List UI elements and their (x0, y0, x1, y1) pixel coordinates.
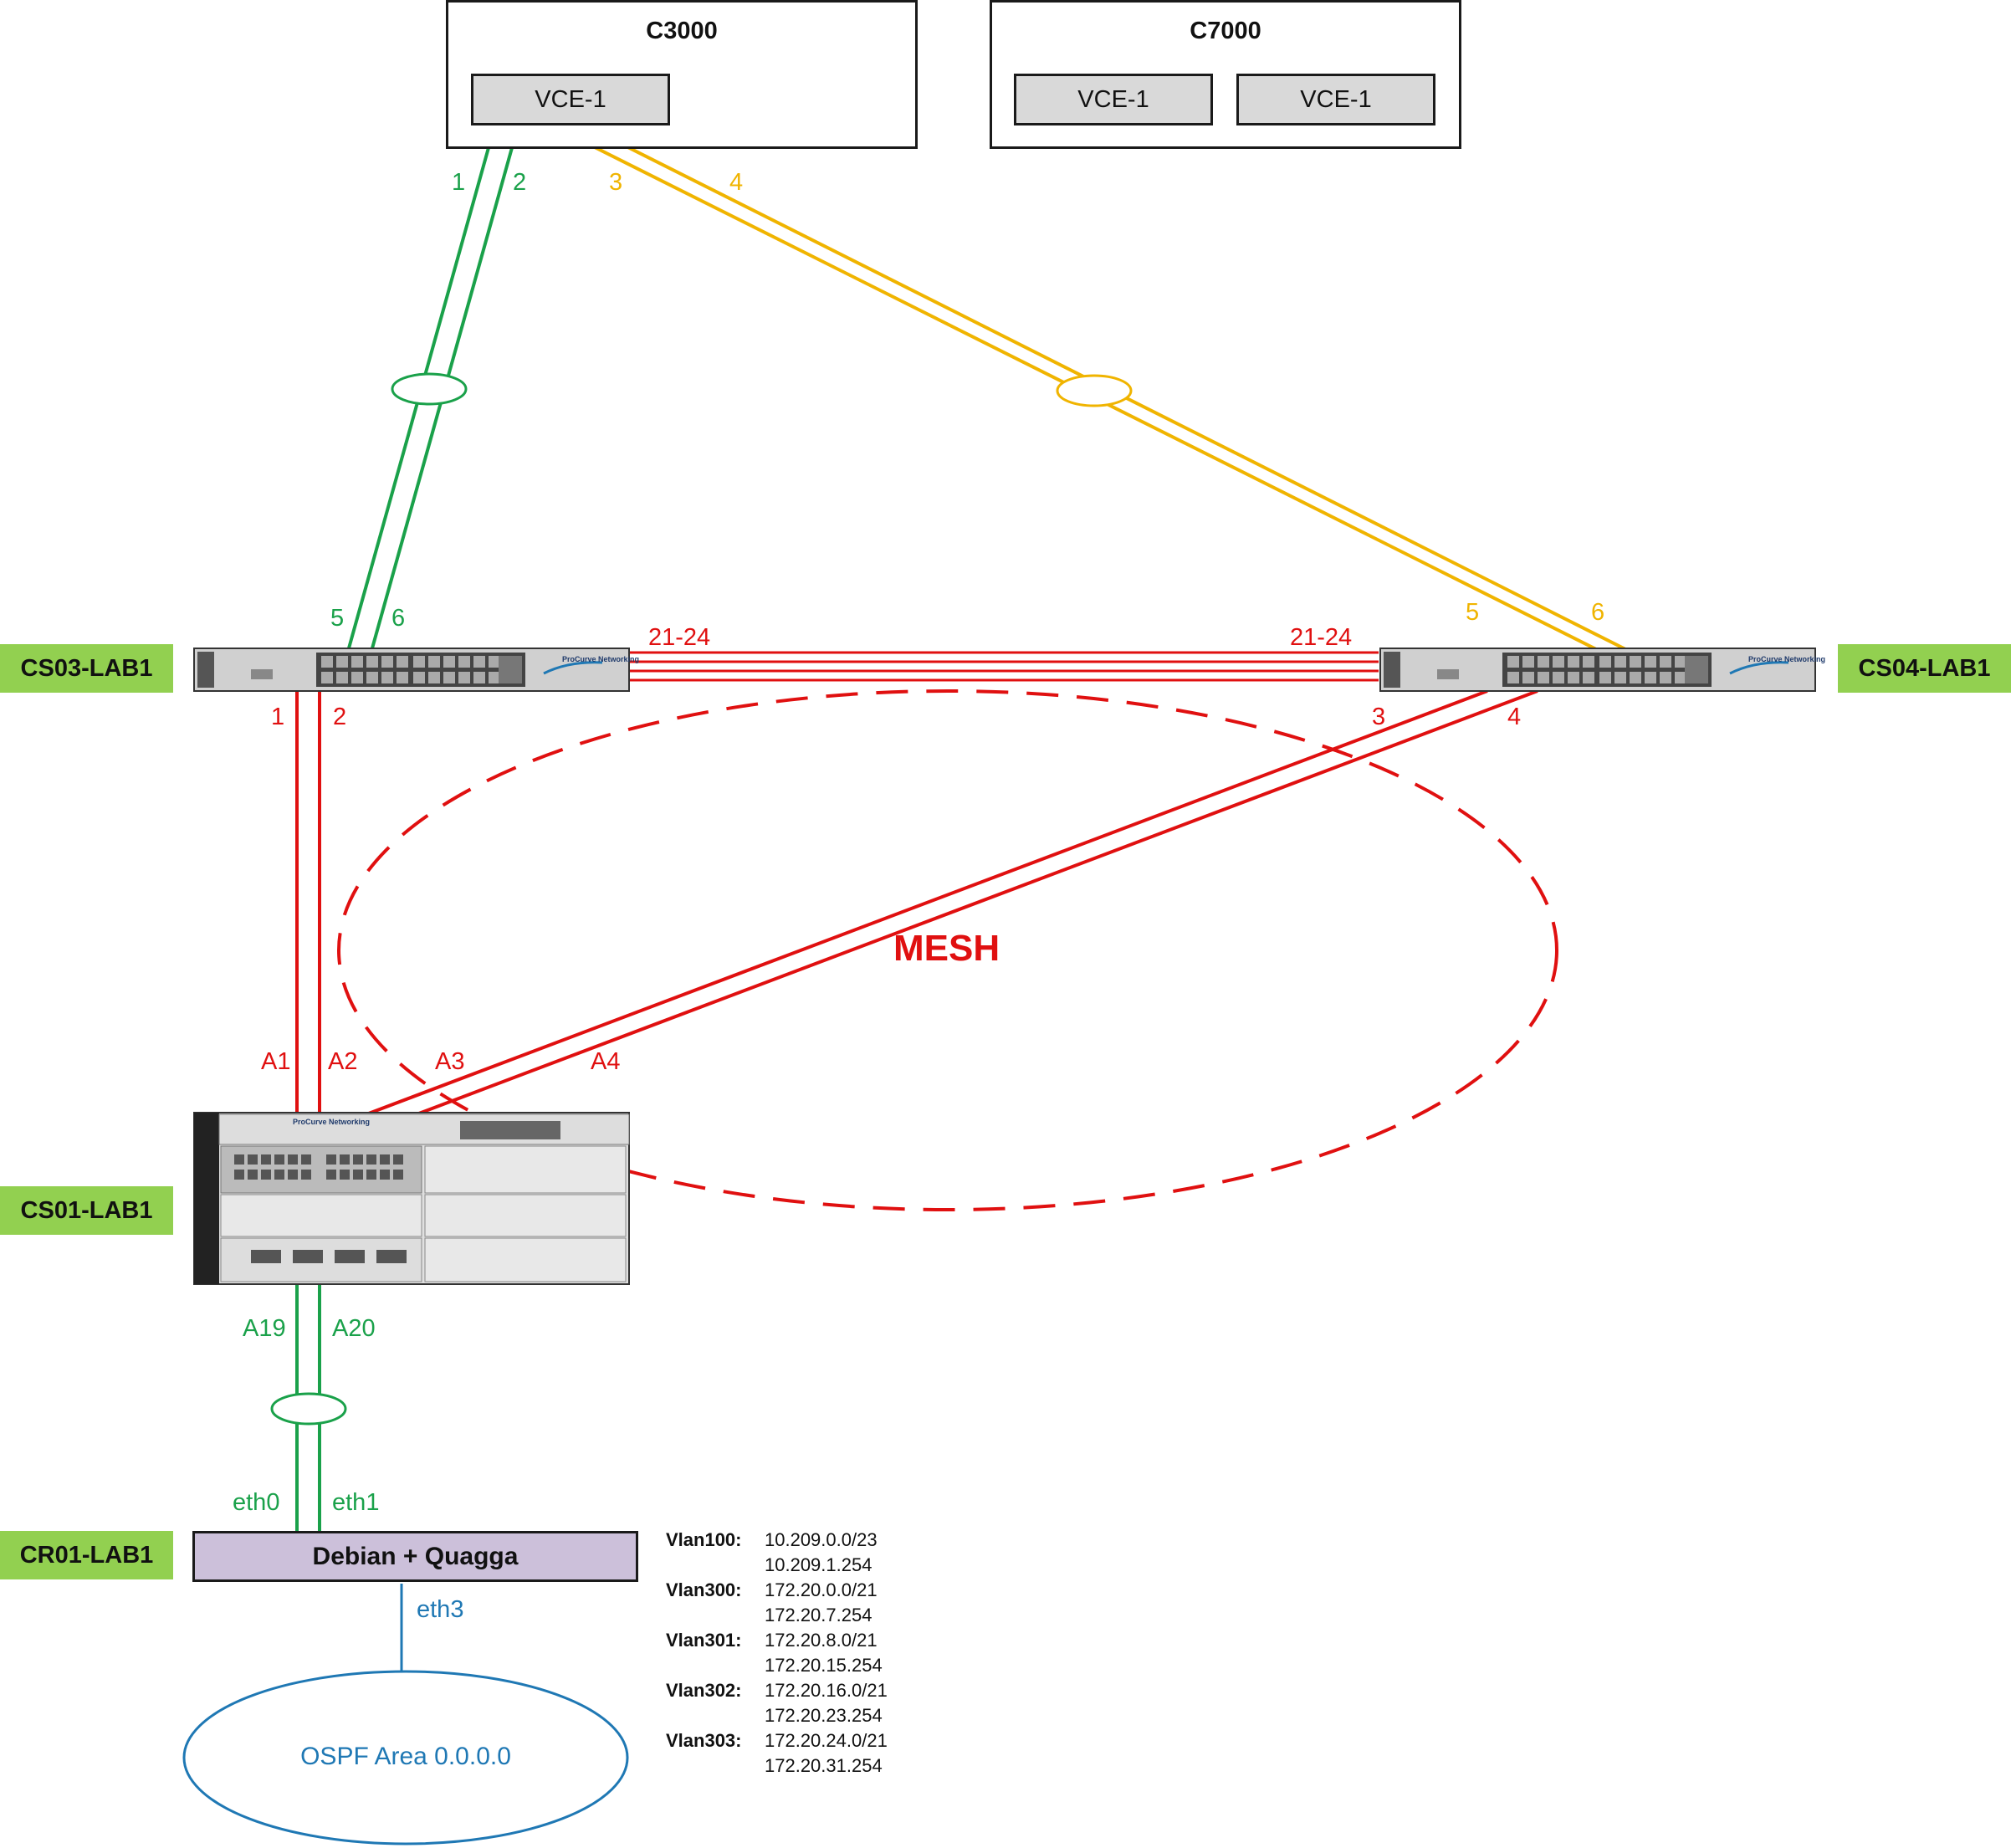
port-label: 2 (333, 704, 347, 730)
link-cs03-cs04 (629, 651, 1379, 682)
lag-ring-cs01-cr01 (270, 1392, 347, 1426)
tag-cs03: CS03-LAB1 (0, 644, 173, 693)
port-label: eth1 (332, 1489, 380, 1516)
port-label: 3 (609, 169, 623, 196)
mesh-ellipse (337, 689, 1558, 1211)
chassis-title: C3000 (646, 18, 718, 44)
vlan-gateway: 10.209.1.254 (765, 1554, 872, 1575)
vlan-name: Vlan300: (666, 1579, 742, 1600)
vce-module[interactable]: VCE-1 (471, 74, 670, 125)
vlan-row: Vlan302: 172.20.16.0/21 (666, 1678, 888, 1703)
vlan-subnet: 172.20.16.0/21 (765, 1680, 888, 1701)
port-label: 1 (271, 704, 285, 730)
vlan-table: Vlan100: 10.209.0.0/23 10.209.1.254 Vlan3… (666, 1528, 888, 1779)
vlan-subnet: 172.20.24.0/21 (765, 1730, 888, 1751)
vlan-gateway: 172.20.7.254 (765, 1605, 872, 1625)
port-label: A19 (243, 1315, 286, 1342)
ospf-area-ellipse (182, 1670, 629, 1845)
router-cr01[interactable]: Debian + Quagga (192, 1531, 638, 1582)
port-label: 5 (330, 605, 345, 632)
brand-label-cs01: ProCurve Networking (293, 1118, 371, 1126)
switch-cs04[interactable] (1379, 648, 1816, 692)
tag-cs01: CS01-LAB1 (0, 1186, 173, 1235)
port-label: 21-24 (1290, 624, 1353, 651)
port-label: 6 (391, 605, 406, 632)
vlan-row: Vlan100: 10.209.0.0/23 (666, 1528, 888, 1553)
vlan-row: 10.209.1.254 (666, 1553, 888, 1578)
ospf-area-label: OSPF Area 0.0.0.0 (300, 1743, 511, 1770)
tag-cr01: CR01-LAB1 (0, 1531, 173, 1579)
vlan-row: Vlan301: 172.20.8.0/21 (666, 1628, 888, 1653)
vlan-subnet: 10.209.0.0/23 (765, 1529, 878, 1550)
port-label: A2 (328, 1048, 358, 1075)
port-label: 21-24 (648, 624, 711, 651)
mesh-label: MESH (893, 928, 1000, 969)
port-label: 4 (1507, 704, 1522, 730)
vlan-gateway: 172.20.23.254 (765, 1705, 883, 1726)
port-label: 5 (1466, 599, 1480, 626)
vlan-row: 172.20.7.254 (666, 1603, 888, 1628)
port-label: 4 (729, 169, 744, 196)
vlan-subnet: 172.20.0.0/21 (765, 1579, 878, 1600)
port-label: A3 (435, 1048, 465, 1075)
vlan-name: Vlan302: (666, 1680, 742, 1701)
lag-ring-c3000-cs03 (391, 372, 468, 406)
vlan-name: Vlan301: (666, 1630, 742, 1651)
port-label: 2 (513, 169, 527, 196)
vlan-row: 172.20.31.254 (666, 1753, 888, 1779)
vlan-gateway: 172.20.15.254 (765, 1655, 883, 1676)
port-label: eth3 (417, 1596, 464, 1623)
brand-label-cs03: ProCurve Networking (562, 655, 640, 663)
vlan-row: 172.20.23.254 (666, 1703, 888, 1728)
vlan-name: Vlan303: (666, 1730, 742, 1751)
tag-cs04: CS04-LAB1 (1838, 644, 2011, 693)
port-label: eth0 (233, 1489, 280, 1516)
brand-label-cs04: ProCurve Networking (1748, 655, 1826, 663)
link-cs04-cs01 (366, 689, 1538, 1116)
port-label: A4 (591, 1048, 621, 1075)
vlan-gateway: 172.20.31.254 (765, 1755, 883, 1776)
vlan-subnet: 172.20.8.0/21 (765, 1630, 878, 1651)
vlan-row: Vlan300: 172.20.0.0/21 (666, 1578, 888, 1603)
chassis-title: C7000 (1190, 18, 1261, 44)
vlan-row: 172.20.15.254 (666, 1653, 888, 1678)
port-label: A20 (332, 1315, 376, 1342)
port-label: 6 (1591, 599, 1605, 626)
vlan-row: Vlan303: 172.20.24.0/21 (666, 1728, 888, 1753)
vlan-name: Vlan100: (666, 1529, 742, 1550)
link-cs03-cs01 (295, 691, 321, 1114)
vce-module[interactable]: VCE-1 (1236, 74, 1435, 125)
vce-module[interactable]: VCE-1 (1014, 74, 1213, 125)
port-label: A1 (261, 1048, 291, 1075)
switch-cs03[interactable] (193, 648, 630, 692)
port-label: 1 (452, 169, 466, 196)
port-label: 3 (1372, 704, 1386, 730)
lag-ring-c3000-cs04 (1056, 374, 1133, 407)
switch-cs01[interactable] (193, 1112, 630, 1285)
